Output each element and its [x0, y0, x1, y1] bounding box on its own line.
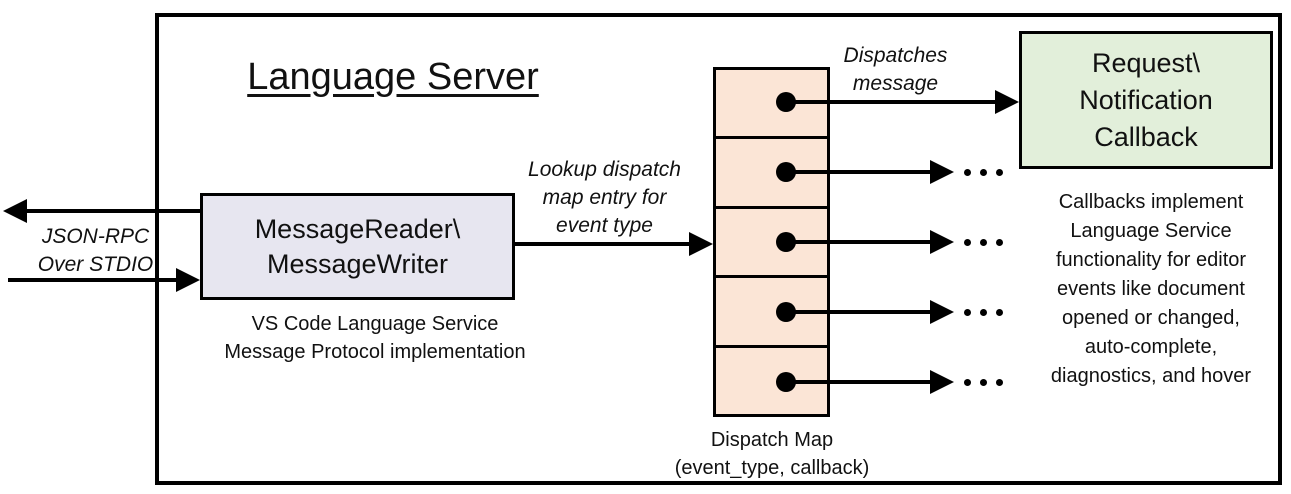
dispatch-map-label-line2: (event_type, callback) [674, 457, 870, 479]
callback-caption-line1: Callbacks implement [1058, 191, 1244, 213]
lookup-label: Lookup dispatch map entry for event type [512, 156, 697, 240]
dispatch-arrow-line [786, 240, 932, 244]
callback-box-line3: Callback [1094, 121, 1198, 152]
stdio-out-arrowhead-icon [3, 199, 27, 223]
dispatch-map-label: Dispatch Map (event_type, callback) [662, 426, 882, 482]
stdio-out-arrow-line [26, 209, 200, 213]
callback-caption-line7: diagnostics, and hover [1050, 365, 1252, 387]
request-notification-callback-box: Request\ Notification Callback [1019, 31, 1273, 169]
dispatch-arrowhead-icon [930, 370, 954, 394]
ellipsis-icon [964, 379, 1003, 386]
lookup-label-line2: map entry for [542, 186, 667, 209]
dispatches-label-line1: Dispatches [843, 44, 948, 67]
stdio-in-arrow-line [8, 278, 178, 282]
callback-caption-line2: Language Service [1070, 220, 1232, 242]
diagram-title: Language Server [247, 56, 539, 98]
ellipsis-icon [964, 169, 1003, 176]
dispatch-arrowhead-icon [930, 230, 954, 254]
dispatch-arrowhead-icon [995, 90, 1019, 114]
lookup-label-line1: Lookup dispatch [528, 158, 681, 181]
dispatch-map-label-line1: Dispatch Map [710, 429, 834, 451]
message-box-line1: MessageReader\ [254, 213, 461, 244]
json-rpc-label-line1: JSON-RPC [41, 225, 150, 248]
dispatch-arrow-line [786, 170, 932, 174]
dispatch-map-cell [716, 70, 827, 140]
callback-caption-line4: events like document [1057, 278, 1245, 300]
callback-caption-line3: functionality for editor [1055, 249, 1247, 271]
lookup-label-line3: event type [556, 214, 653, 237]
stdio-in-arrowhead-icon [176, 268, 200, 292]
message-box-caption: VS Code Language Service Message Protoco… [185, 310, 565, 366]
dispatch-arrowhead-icon [930, 300, 954, 324]
message-caption-line1: VS Code Language Service [251, 313, 499, 335]
dispatch-arrow-line [786, 310, 932, 314]
callback-box-line2: Notification [1079, 84, 1213, 115]
dispatches-message-label: Dispatches message [818, 42, 973, 98]
dispatch-map-cell [716, 139, 827, 209]
callback-box-line1: Request\ [1091, 47, 1201, 78]
lookup-arrow-line [513, 242, 691, 246]
json-rpc-label: JSON-RPC Over STDIO [18, 223, 173, 279]
ellipsis-icon [964, 239, 1003, 246]
dispatch-arrowhead-icon [930, 160, 954, 184]
dispatch-map [713, 67, 830, 417]
message-reader-writer-box: MessageReader\ MessageWriter [200, 193, 515, 300]
callback-caption: Callbacks implement Language Service fun… [1020, 188, 1282, 391]
lookup-arrowhead-icon [689, 232, 713, 256]
callback-caption-line5: opened or changed, [1062, 307, 1240, 329]
dispatch-arrow-line [786, 100, 995, 104]
message-box-line2: MessageWriter [266, 248, 449, 279]
ellipsis-icon [964, 309, 1003, 316]
dispatch-arrow-line [786, 380, 932, 384]
json-rpc-label-line2: Over STDIO [37, 253, 154, 276]
callback-caption-line6: auto-complete, [1084, 336, 1218, 358]
message-caption-line2: Message Protocol implementation [224, 341, 526, 363]
dispatches-label-line2: message [852, 72, 939, 95]
